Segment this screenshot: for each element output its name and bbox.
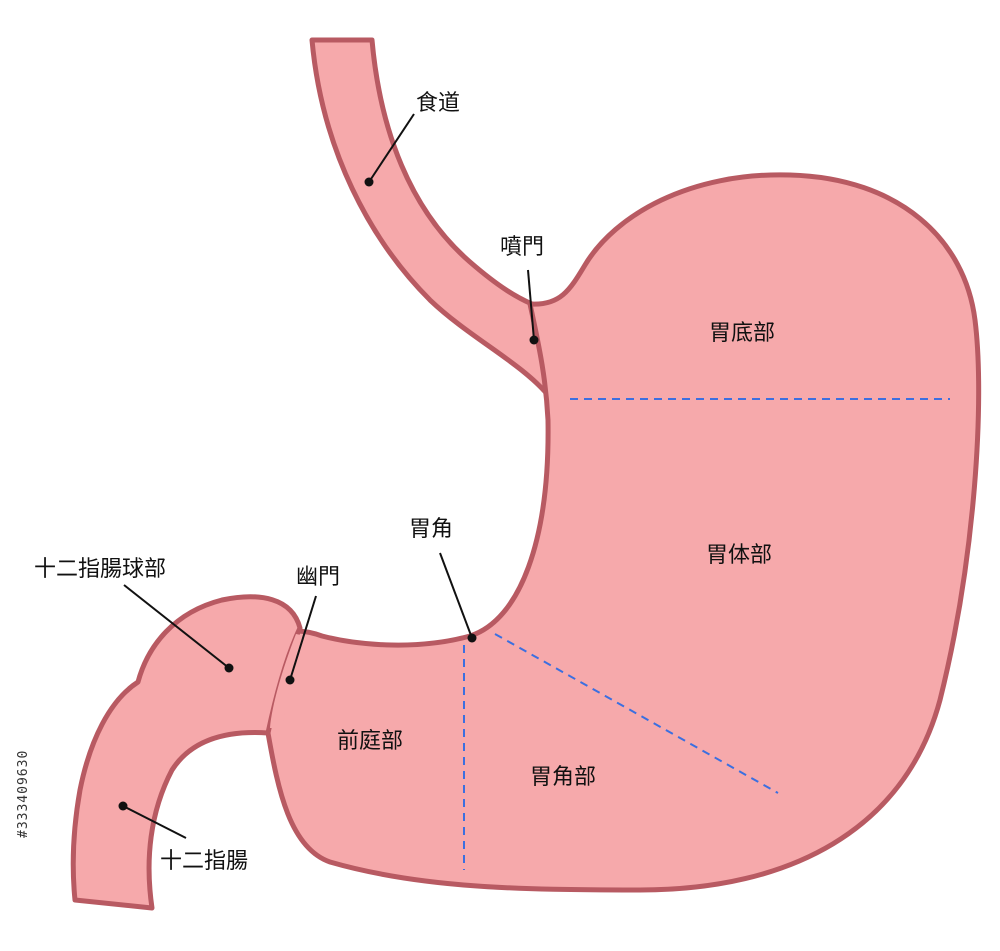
duodenum-shape (70, 594, 303, 911)
pylorus-dot (285, 675, 295, 685)
duodenal-bulb-label: 十二指腸球部 (34, 557, 166, 582)
body-angular-divider (494, 633, 779, 794)
duodenum-leader-line (122, 805, 187, 839)
angular-region-label: 胃角部 (530, 765, 596, 790)
esophagus-label: 食道 (416, 91, 460, 116)
antrum-label: 前庭部 (337, 729, 403, 754)
esophagus-leader-line (368, 113, 415, 183)
cardia-leader-line (527, 269, 535, 341)
duodenal-bulb-leader-line (123, 584, 230, 669)
angle-leader-line (439, 552, 473, 639)
body-label: 胃体部 (706, 543, 772, 568)
cardia-dot (529, 335, 539, 345)
fundus-label: 胃底部 (709, 321, 775, 346)
angle-label: 胃角 (409, 517, 453, 542)
duodenum-label: 十二指腸 (160, 849, 248, 874)
watermark-id: #333409630 (16, 750, 31, 838)
angle-dot (467, 633, 477, 643)
stomach-body-shape (259, 172, 982, 893)
esophagus-dot (364, 177, 374, 187)
duodenum-dot (118, 801, 128, 811)
cardia-label: 噴門 (500, 235, 544, 260)
pylorus-label: 幽門 (296, 565, 340, 590)
duodenal-bulb-dot (224, 663, 234, 673)
pylorus-leader-line (289, 595, 317, 681)
